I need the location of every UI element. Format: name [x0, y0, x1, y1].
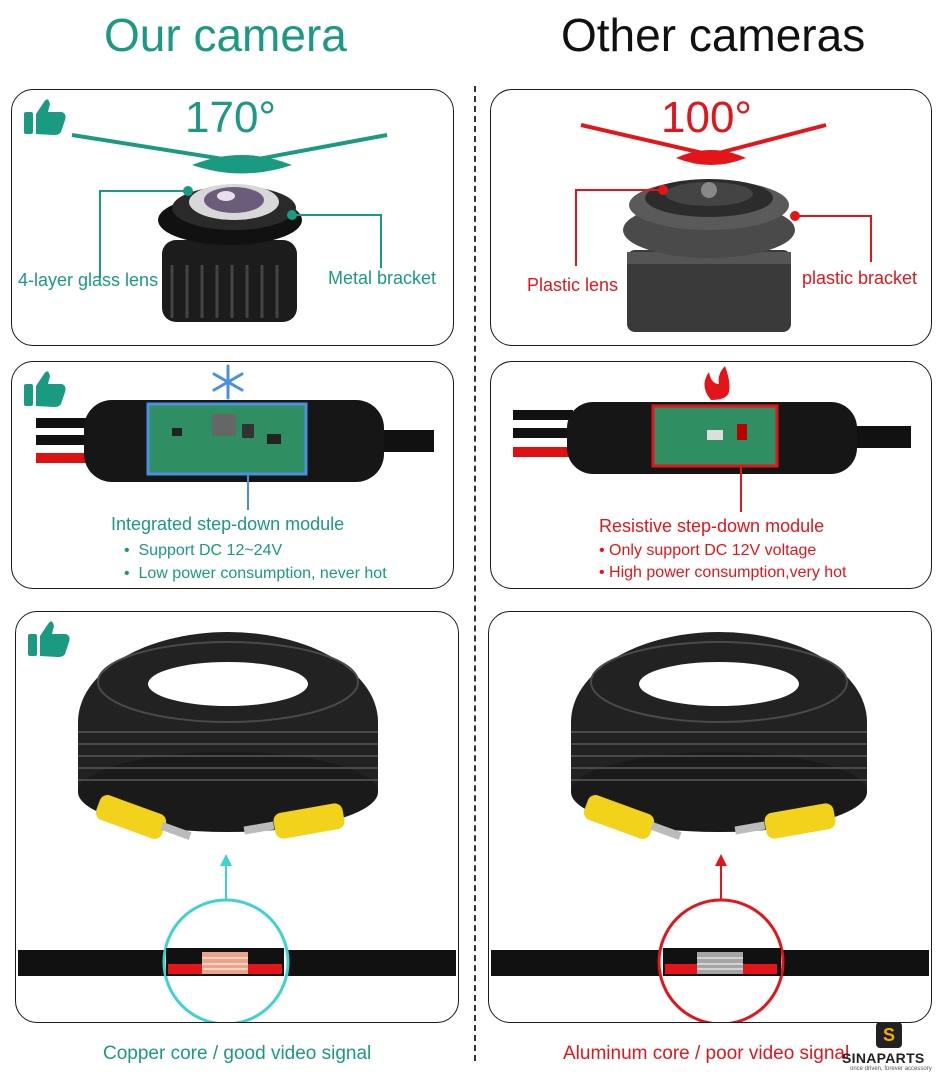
our-lens-illustration: [24, 99, 388, 322]
our-cable-caption: Copper core / good video signal: [103, 1043, 372, 1064]
our-camera-heading: Our camera: [104, 9, 347, 61]
other-bracket-label: plastic bracket: [802, 268, 918, 288]
flame-icon: [704, 366, 730, 400]
other-module-title: Resistive step-down module: [599, 516, 825, 536]
other-module-illustration: [513, 366, 911, 512]
other-lens-illustration: [575, 123, 872, 332]
other-cameras-heading: Other cameras: [561, 9, 866, 61]
our-cable-panel: [15, 611, 459, 1023]
other-cable-panel: [488, 611, 932, 1023]
brand-logo: S SINAPARTS once driven, forever accesso…: [842, 1022, 938, 1074]
brand-tagline: once driven, forever accessory: [850, 1066, 932, 1072]
other-cable-illustration: [491, 632, 929, 1022]
other-module-panel: Resistive step-down module • Only suppor…: [490, 361, 932, 589]
other-lens-panel: 100° Plastic lens plastic bracket: [490, 89, 932, 346]
our-module-illustration: [24, 364, 434, 510]
snowflake-icon: [212, 364, 244, 400]
other-lens-label: Plastic lens: [527, 275, 619, 295]
our-module-title: Integrated step-down module: [111, 514, 345, 534]
brand-name: SINAPARTS: [842, 1050, 925, 1066]
our-module-panel: Integrated step-down module • Support DC…: [11, 361, 454, 589]
other-module-bullet-1: • Only support DC 12V voltage: [599, 542, 817, 559]
our-lens-label: 4-layer glass lens: [18, 270, 159, 290]
other-view-angle: 100°: [661, 93, 753, 142]
our-module-bullet-2: • Low power consumption, never hot: [124, 565, 387, 582]
our-cable-illustration: [18, 621, 456, 1022]
other-module-bullet-2: • High power consumption,very hot: [599, 564, 847, 581]
brand-badge-icon: S: [876, 1022, 902, 1048]
other-cable-caption: Aluminum core / poor video signal: [563, 1043, 850, 1064]
our-view-angle: 170°: [185, 93, 277, 142]
our-bracket-label: Metal bracket: [328, 268, 437, 288]
our-module-bullet-1: • Support DC 12~24V: [124, 542, 283, 559]
center-divider: [474, 86, 476, 1061]
our-lens-panel: 170° 4-layer glass lens Metal bracket: [11, 89, 454, 346]
